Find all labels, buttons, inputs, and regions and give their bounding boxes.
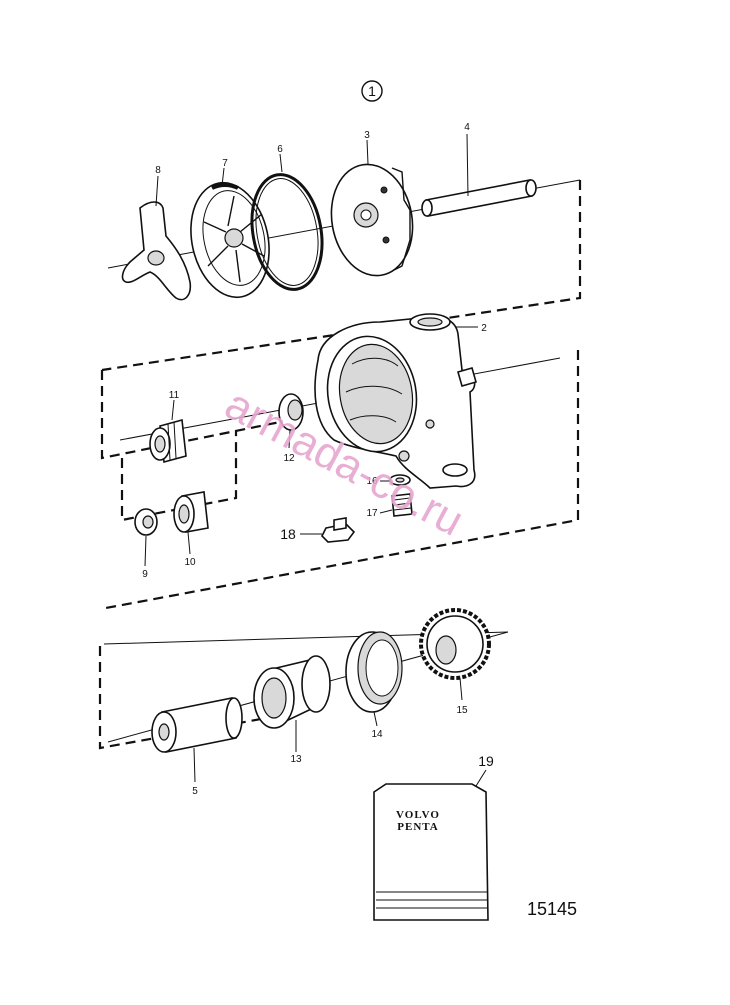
dashed-connector-bottom: [98, 646, 301, 750]
part-17-plug: [391, 493, 413, 517]
part-6-o-ring-inner: [255, 178, 319, 286]
label-part-15: 15: [456, 705, 468, 716]
label-part-3: 3: [364, 130, 370, 141]
drawing-number: 15145: [527, 899, 577, 919]
part-5-sleeve: [151, 697, 243, 753]
part-16-washer: [389, 474, 411, 486]
part-4-shaft: [421, 179, 537, 217]
part-8-cam-plate: [121, 201, 192, 301]
label-part-8: 8: [155, 165, 161, 176]
part-12-seal: [278, 393, 304, 431]
label-part-6: 6: [277, 144, 283, 155]
label-part-17: 17: [366, 508, 378, 519]
dashed-connector-mid-right: [105, 350, 580, 610]
label-part-19: 19: [478, 753, 494, 769]
part-3-impeller: [330, 163, 414, 277]
part-13-bearing: [253, 655, 331, 729]
part-14-bearing-cover: [345, 631, 403, 713]
label-part-18: 18: [280, 526, 296, 542]
label-part-11: 11: [169, 390, 180, 401]
label-part-7: 7: [222, 158, 228, 169]
kit-brand-line1: VOLVO: [396, 809, 440, 821]
label-part-10: 10: [184, 557, 196, 568]
part-11-seal: [149, 418, 187, 464]
part-2-pump-housing: [314, 313, 477, 489]
label-part-13: 13: [290, 754, 302, 765]
label-part-2: 2: [481, 323, 487, 334]
kit-brand-line2: PENTA: [397, 821, 438, 833]
dashed-connector-top: [101, 180, 582, 372]
part-7-cover-plate: [190, 181, 270, 299]
label-part-9: 9: [142, 569, 148, 580]
label-part-12: 12: [283, 453, 295, 464]
label-part-16: 16: [366, 476, 378, 487]
svg-text:1: 1: [368, 83, 376, 99]
dashed-connector-mid-left: [100, 370, 301, 460]
part-6-o-ring: [250, 173, 324, 291]
part-15-gear: [419, 608, 491, 680]
label-part-5: 5: [192, 786, 198, 797]
part-18-bolt: [321, 517, 356, 543]
leader-lines: [144, 133, 487, 787]
figure-marker: 1: [361, 80, 383, 102]
label-part-4: 4: [464, 122, 470, 133]
part-19-repair-kit: [373, 783, 489, 921]
part-10-seal: [173, 491, 209, 533]
label-part-14: 14: [371, 729, 383, 740]
part-9-seal: [134, 508, 158, 536]
